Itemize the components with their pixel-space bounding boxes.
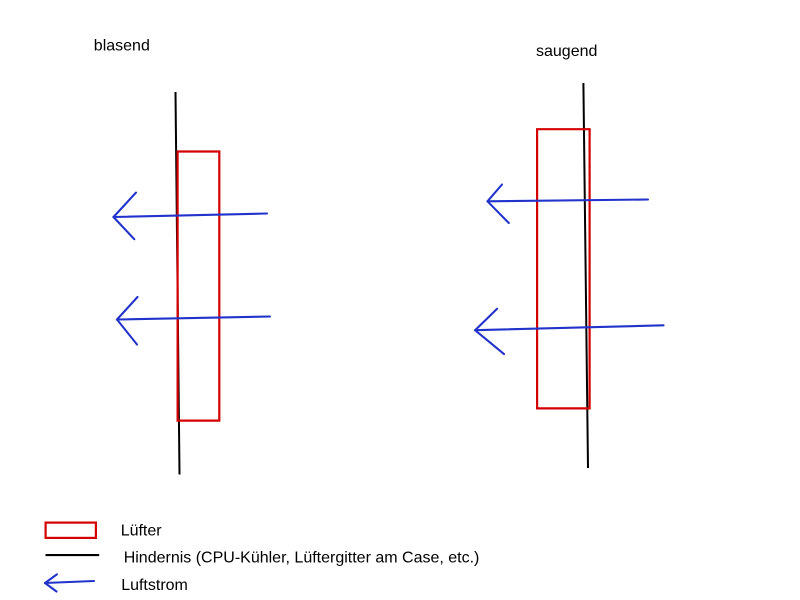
svg-text:saugend: saugend — [536, 43, 597, 60]
svg-text:Hindernis (CPU-Kühler, Lüfterg: Hindernis (CPU-Kühler, Lüftergitter am C… — [124, 550, 480, 567]
svg-text:blasend: blasend — [94, 37, 150, 54]
svg-text:Lüfter: Lüfter — [121, 522, 163, 539]
svg-text:Luftstrom: Luftstrom — [121, 577, 188, 594]
